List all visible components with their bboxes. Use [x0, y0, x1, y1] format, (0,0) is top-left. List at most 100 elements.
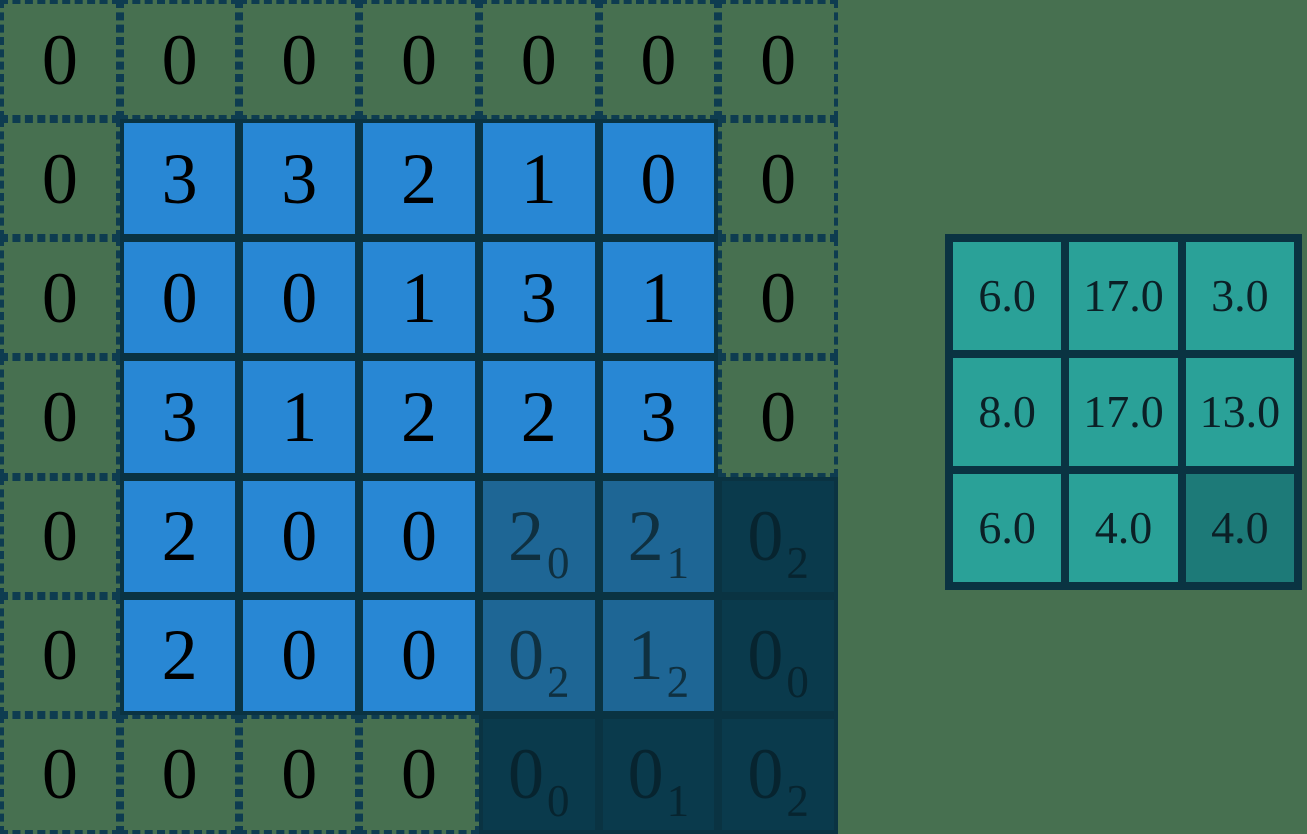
- cell-value: 0: [41, 615, 78, 696]
- kernel-weight-subscript: 2: [786, 775, 809, 826]
- input-cell: 3: [119, 357, 240, 477]
- input-cell: 3: [478, 238, 599, 358]
- input-cell: 1: [239, 357, 360, 477]
- output-cell-highlighted: 4.0: [1181, 470, 1298, 586]
- padding-cell: 0: [359, 0, 479, 120]
- output-cell: 8.0: [949, 354, 1066, 470]
- input-cell: 2: [359, 119, 479, 239]
- padding-cell: 0: [0, 119, 120, 239]
- input-cell: 0: [239, 238, 360, 358]
- padding-cell: 0: [598, 0, 719, 120]
- input-cell: 1: [478, 119, 599, 239]
- padding-cell: 0: [718, 119, 838, 239]
- padding-cell: 0: [359, 714, 479, 834]
- input-cell: 2: [359, 357, 479, 477]
- kernel-weight-subscript: 1: [666, 537, 690, 588]
- cell-value: 3: [161, 376, 198, 457]
- input-cell: 2: [119, 476, 240, 596]
- cell-value: 2: [400, 138, 437, 219]
- cell-value: 0: [41, 257, 78, 338]
- output-value: 6.0: [978, 270, 1036, 321]
- input-cell: 3: [598, 357, 719, 477]
- cell-value: 0: [281, 19, 318, 100]
- output-cell: 17.0: [1065, 238, 1182, 354]
- output-cell: 3.0: [1181, 238, 1298, 354]
- output-value: 17.0: [1083, 270, 1164, 321]
- output-value: 8.0: [978, 386, 1036, 437]
- input-cell: 0: [119, 238, 240, 358]
- padding-cell: 0: [718, 238, 838, 358]
- cell-value: 2: [520, 376, 557, 457]
- output-value: 13.0: [1199, 386, 1281, 437]
- cell-value: 0: [507, 734, 544, 815]
- padding-cell: 0: [0, 476, 120, 596]
- cell-value: 0: [161, 19, 198, 100]
- padding-cell: 0: [0, 714, 120, 834]
- cell-value: 0: [640, 138, 677, 219]
- cell-value: 0: [747, 496, 784, 577]
- padding-cell: 0: [119, 0, 240, 120]
- cell-value: 3: [161, 138, 198, 219]
- cell-value: 3: [520, 257, 557, 338]
- cell-value: 0: [400, 615, 437, 696]
- cell-value: 0: [400, 19, 437, 100]
- cell-value: 1: [520, 138, 557, 219]
- kernel-weight-subscript: 0: [546, 537, 570, 588]
- cell-value: 2: [161, 615, 198, 696]
- cell-value: 0: [41, 496, 78, 577]
- output-value: 6.0: [978, 502, 1036, 553]
- cell-value: 0: [41, 734, 78, 815]
- padding-cell: 0: [0, 238, 120, 358]
- padding-cell: 0: [119, 714, 240, 834]
- cell-value: 1: [627, 615, 664, 696]
- input-cell: 3: [119, 119, 240, 239]
- output-cell: 6.0: [949, 238, 1066, 354]
- kernel-weight-subscript: 2: [786, 537, 809, 588]
- padding-cell: 0: [0, 0, 120, 120]
- cell-value: 1: [400, 257, 437, 338]
- input-cell: 0: [239, 476, 360, 596]
- cell-value: 0: [760, 19, 797, 100]
- cell-value: 0: [161, 734, 198, 815]
- input-cell: 0: [598, 119, 719, 239]
- input-cell: 2: [119, 595, 240, 715]
- cell-value: 0: [747, 615, 784, 696]
- kernel-weight-subscript: 0: [786, 656, 809, 707]
- output-cell: 17.0: [1065, 354, 1182, 470]
- cell-value: 0: [400, 734, 437, 815]
- output-feature-map: 6.0 17.0 3.0 8.0 17.0 13.0 6.0 4.0 4.0: [945, 234, 1302, 590]
- padding-cell: 0: [239, 714, 360, 834]
- kernel-weight-subscript: 0: [546, 775, 570, 826]
- cell-value: 0: [281, 615, 318, 696]
- padding-cell: 0: [0, 357, 120, 477]
- kernel-weight-subscript: 2: [546, 656, 570, 707]
- cell-value: 0: [281, 496, 318, 577]
- output-value: 17.0: [1083, 386, 1164, 437]
- cell-value: 0: [161, 257, 198, 338]
- cell-value: 2: [507, 496, 544, 577]
- cell-value: 0: [760, 376, 797, 457]
- kernel-weight-subscript: 2: [666, 656, 690, 707]
- padding-cell: 0: [718, 0, 838, 120]
- padding-cell: 0: [718, 357, 838, 477]
- cell-value: 0: [41, 376, 78, 457]
- input-cell: 0: [359, 476, 479, 596]
- output-cell: 13.0: [1181, 354, 1298, 470]
- cell-value: 1: [640, 257, 677, 338]
- input-cell: 2: [478, 357, 599, 477]
- cell-value: 1: [281, 376, 318, 457]
- cell-value: 0: [760, 138, 797, 219]
- input-cell: 1: [598, 238, 719, 358]
- output-value: 4.0: [1094, 502, 1153, 553]
- input-cell: 0: [239, 595, 360, 715]
- cell-value: 3: [281, 138, 318, 219]
- cell-value: 2: [627, 496, 664, 577]
